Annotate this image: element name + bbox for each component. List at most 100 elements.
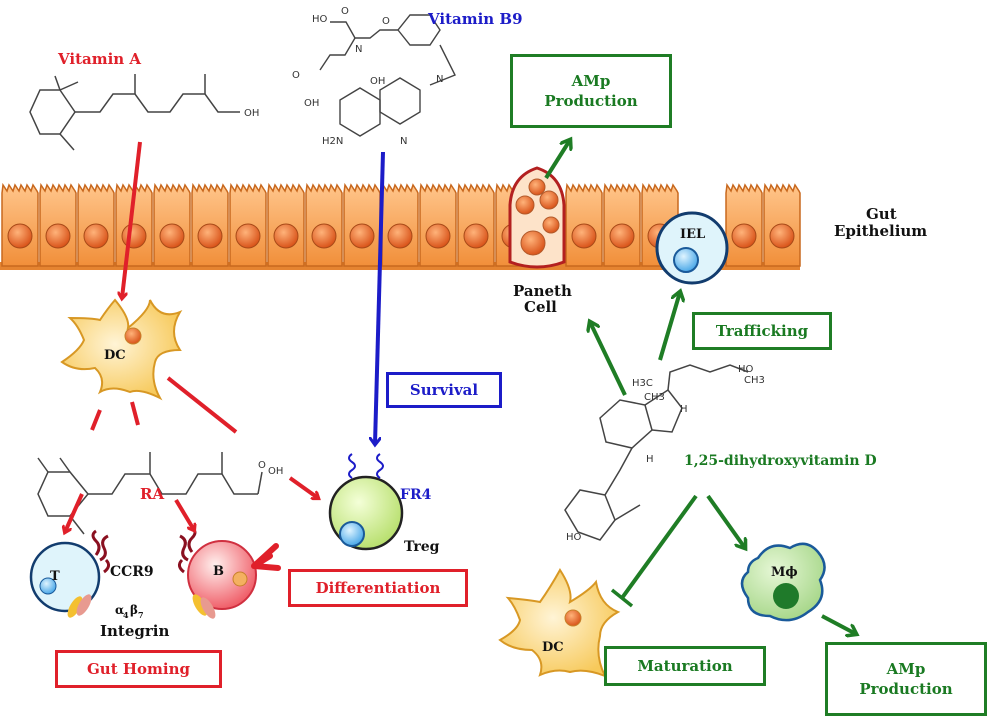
epithelial-cell	[381, 182, 419, 267]
paneth-label-line1: Paneth	[513, 282, 572, 300]
nucleus	[387, 223, 413, 249]
epithelial-cell	[191, 182, 229, 267]
amp-production-box-bottom: AMp Production	[825, 642, 987, 716]
nucleus	[7, 223, 33, 249]
epithelial-cell	[77, 182, 115, 267]
epithelial-cell	[457, 182, 495, 267]
vitamin-b9-arrow	[375, 151, 385, 444]
maturation-label: Maturation	[637, 657, 733, 675]
nucleus	[463, 223, 489, 249]
nucleus	[425, 223, 451, 249]
amp-bottom-line1: AMp	[886, 660, 926, 678]
differentiation-label: Differentiation	[315, 579, 441, 597]
vitamin-a-arrows	[65, 141, 318, 532]
vitamin-a-molecule: OH	[29, 74, 259, 151]
b9-h2n: H2N	[322, 136, 343, 147]
epithelial-cell	[763, 182, 801, 267]
integrin-label: Integrin	[100, 622, 169, 640]
nucleus	[235, 223, 261, 249]
gut-homing-box: Gut Homing	[55, 650, 222, 688]
beta-sub: 7	[138, 610, 144, 620]
epithelial-cell	[343, 182, 381, 267]
b9-nh: N	[355, 44, 362, 55]
b9-n3: N	[400, 136, 407, 147]
gut-homing-label: Gut Homing	[86, 660, 190, 678]
b9-oh2: OH	[370, 76, 385, 87]
epithelial-cell	[39, 182, 77, 267]
gut-epithelium	[0, 182, 801, 270]
fr4-label: FR4	[400, 487, 432, 503]
integrin-symbol: α 4 β 7	[115, 603, 144, 620]
nucleus	[571, 223, 597, 249]
vitamin-d-molecule: H3C CH3 CH3 HO H H HO	[564, 364, 765, 543]
gut-label-line1: Gut	[866, 205, 897, 223]
t-cell-label: T	[50, 569, 60, 584]
vitd-h2: H	[646, 454, 654, 465]
vitd-ch3: CH3	[644, 392, 665, 403]
nucleus	[731, 223, 757, 249]
nucleus	[121, 223, 147, 249]
b9-oh: OH	[304, 98, 319, 109]
trafficking-box: Trafficking	[692, 312, 832, 350]
epithelial-cell	[565, 182, 603, 267]
vitd-h1: H	[680, 404, 688, 415]
epithelial-cell	[229, 182, 267, 267]
b9-nh2: N	[436, 74, 443, 85]
epithelial-cell	[603, 182, 641, 267]
b9-o3: O	[292, 70, 300, 81]
dc-bottom: DC	[498, 568, 621, 678]
nucleus	[349, 223, 375, 249]
epithelial-cell	[419, 182, 457, 267]
b-cell-label: B	[213, 564, 224, 579]
vitd-ho: HO	[566, 532, 582, 543]
paneth-label-line2: Cell	[524, 298, 557, 316]
b-cell: B	[177, 526, 281, 619]
nucleus	[197, 223, 223, 249]
vitamin-a-oh: OH	[244, 108, 259, 119]
epithelial-cell	[267, 182, 305, 267]
alpha-sub: 4	[123, 610, 129, 620]
survival-label: Survival	[409, 381, 479, 399]
dc-bottom-label: DC	[542, 640, 564, 655]
epithelial-cell	[153, 182, 191, 267]
iel-cell: IEL	[655, 211, 729, 285]
amp-production-box-top: AMp Production	[510, 54, 672, 128]
macrophage: Mϕ	[740, 542, 826, 622]
dc-top-label: DC	[104, 348, 126, 363]
epithelial-cell	[1, 182, 39, 267]
survival-box: Survival	[386, 372, 502, 408]
nucleus	[311, 223, 337, 249]
vitamin-d-title: 1,25-dihydroxyvitamin D	[684, 453, 877, 469]
nucleus	[45, 223, 71, 249]
nucleus	[769, 223, 795, 249]
amp-top-line1: AMp	[571, 72, 611, 90]
amp-top-line2: Production	[544, 92, 638, 110]
ra-o: O	[258, 460, 266, 471]
vitamin-b9-title: Vitamin B9	[428, 10, 523, 28]
amp-bottom-line2: Production	[859, 680, 953, 698]
dc-top: DC	[60, 298, 183, 401]
treg-cell: Treg FR4	[328, 453, 440, 555]
beta-symbol: β	[130, 603, 138, 617]
treg-label: Treg	[404, 539, 440, 555]
nucleus	[159, 223, 185, 249]
t-cell: T	[29, 529, 111, 618]
trafficking-label: Trafficking	[715, 322, 809, 340]
paneth-cell	[508, 166, 566, 269]
vitamin-b9-molecule: HO O O O OH N N OH H2N N	[292, 6, 456, 147]
iel-label: IEL	[680, 227, 705, 242]
macrophage-label: Mϕ	[771, 565, 798, 580]
epithelial-cell	[725, 182, 763, 267]
differentiation-box: Differentiation	[288, 569, 468, 607]
epithelial-cell	[305, 182, 343, 267]
nucleus	[83, 223, 109, 249]
vitd-ch3-2: CH3	[744, 375, 765, 386]
retinoic-acid-molecule: O OH	[37, 452, 283, 535]
alpha-symbol: α	[115, 603, 124, 617]
b9-o2: O	[382, 16, 390, 27]
b9-o1: O	[341, 6, 349, 17]
ra-label: RA	[140, 485, 165, 503]
ra-oh: OH	[268, 466, 283, 477]
vitd-h3c: H3C	[632, 378, 653, 389]
